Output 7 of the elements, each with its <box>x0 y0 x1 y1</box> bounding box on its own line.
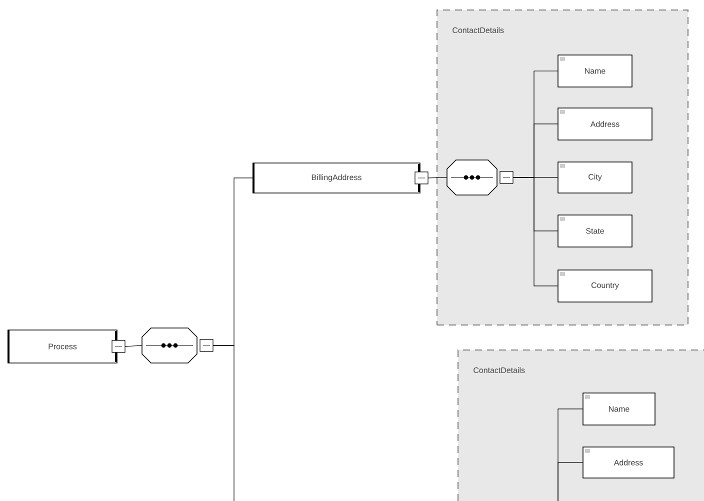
sequence-symbol <box>142 328 214 364</box>
connector-line <box>558 462 583 501</box>
connector-line <box>212 345 234 501</box>
sequence-symbol <box>446 160 514 196</box>
connector-line <box>428 177 448 178</box>
connector-line <box>512 177 558 286</box>
connector-line <box>124 345 142 347</box>
